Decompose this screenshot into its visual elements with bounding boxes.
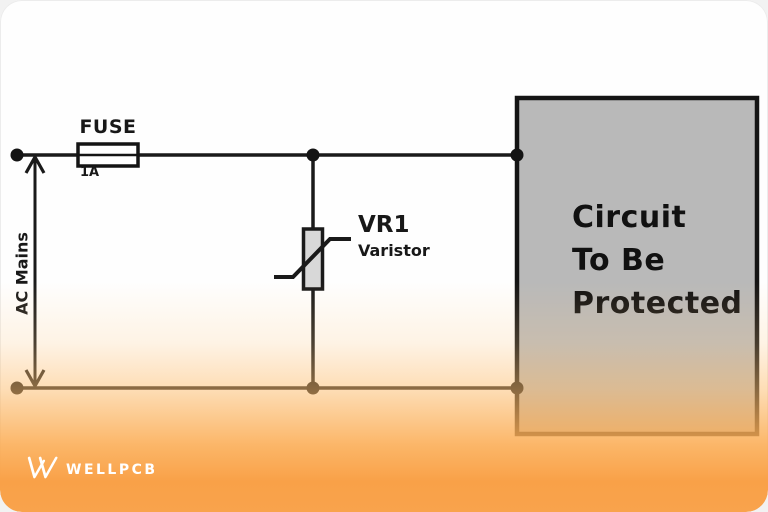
varistor-name-label: Varistor (358, 241, 430, 260)
wellpcb-w-icon (27, 456, 58, 479)
junction-dot-box-top (510, 148, 524, 162)
terminal-dot-bottom-left (10, 381, 24, 395)
fuse-label: FUSE (79, 116, 137, 138)
ac-mains-label: AC Mains (12, 232, 32, 315)
junction-dots (10, 148, 524, 395)
brand-logo-text: WELLPCB (66, 462, 158, 478)
fuse-rating-label: 1A (80, 165, 100, 180)
junction-dot-bottom (306, 381, 320, 395)
protected-box-caption: Circuit To Be Protected (572, 196, 743, 325)
protected-box-caption-line1: Circuit (572, 200, 687, 235)
junction-dot-top (306, 148, 320, 162)
terminal-dot-top-left (10, 148, 24, 162)
varistor-designator-label: VR1 (358, 212, 410, 238)
junction-dot-box-bottom (510, 381, 524, 395)
protected-box-caption-line3: Protected (572, 286, 743, 321)
brand-logo: WELLPCB (24, 452, 158, 482)
protected-box-caption-line2: To Be (572, 243, 666, 278)
